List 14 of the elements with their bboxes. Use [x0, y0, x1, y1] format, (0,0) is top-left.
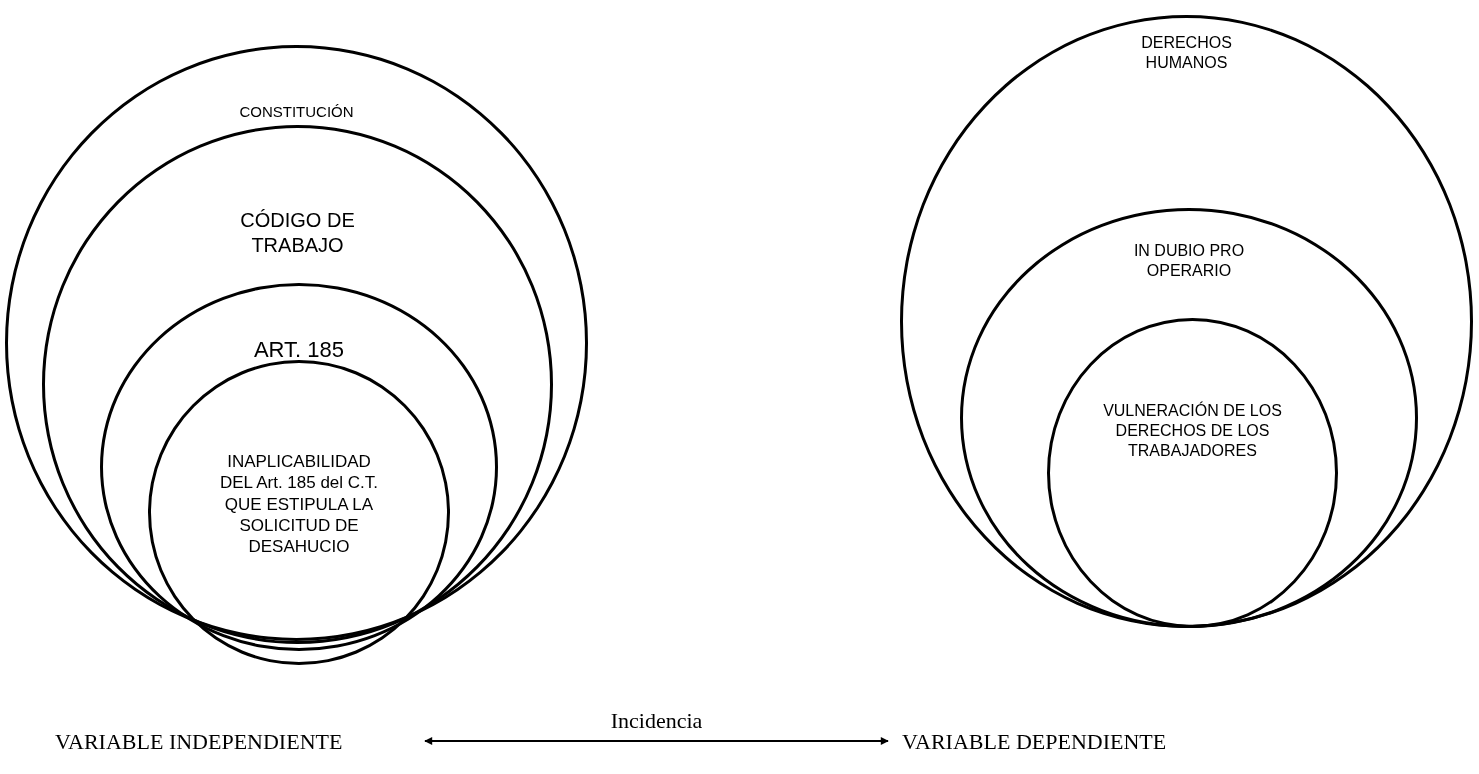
circle-label: CONSTITUCIÓN	[238, 103, 355, 122]
circle-label: IN DUBIO PRO OPERARIO	[1132, 241, 1246, 281]
circle	[960, 208, 1418, 628]
circle	[1047, 318, 1338, 628]
circle-label: DERECHOS HUMANOS	[1140, 33, 1233, 73]
circle-label: CÓDIGO DE TRABAJO	[239, 208, 356, 258]
circle-label: INAPLICABILIDAD DEL Art. 185 del C.T. QUE ESTIPULA LA SOLICITUD DE DESAHUCIO	[218, 451, 380, 558]
variable-text: VARIABLE DEPENDIENTE	[902, 728, 1167, 756]
circle-label: VULNERACIÓN DE LOS DERECHOS DE LOS TRABAJADORES	[1102, 401, 1283, 461]
circle-label: ART. 185	[252, 336, 346, 364]
variable-text: VARIABLE INDEPENDIENTE	[55, 728, 343, 756]
circle	[900, 15, 1473, 628]
double-arrow	[424, 737, 889, 745]
circle	[148, 360, 450, 665]
